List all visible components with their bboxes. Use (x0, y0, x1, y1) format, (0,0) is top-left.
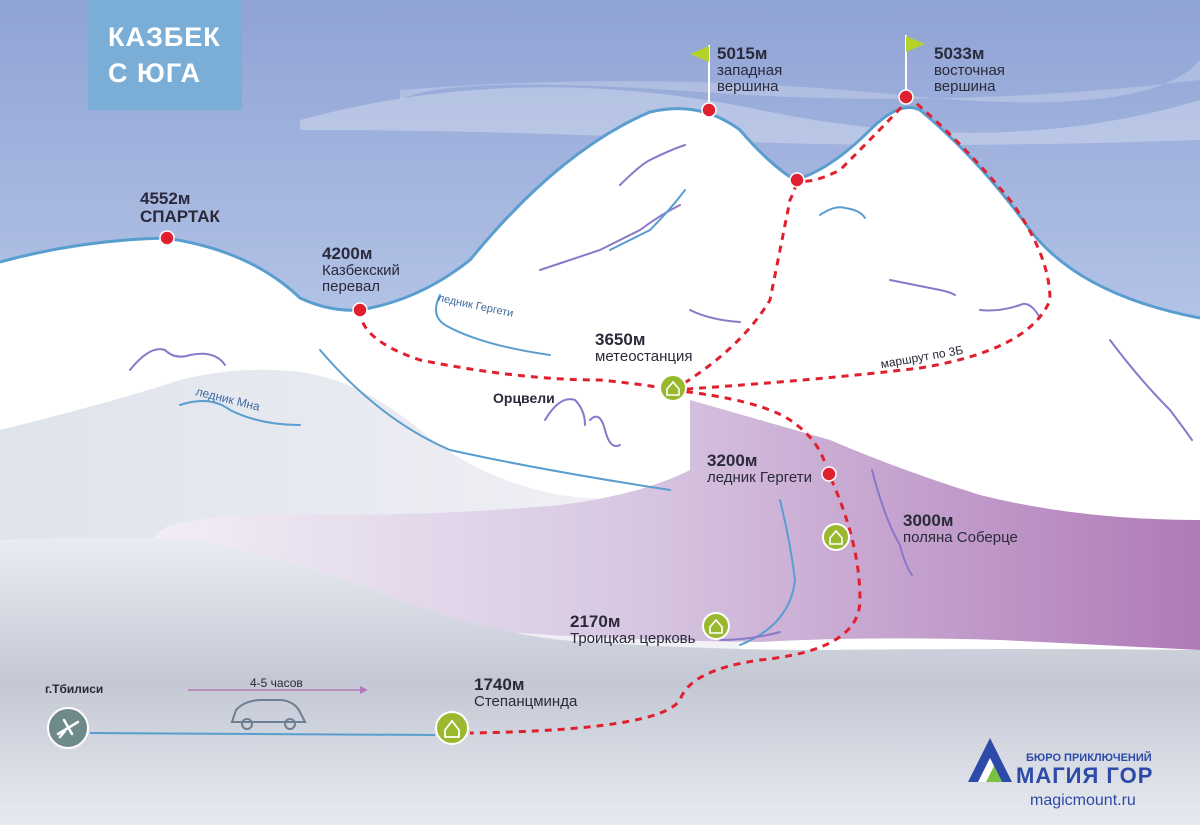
meteo-label: 3650м метеостанция (595, 330, 693, 365)
brand-name: МАГИЯ ГОР (1016, 763, 1154, 788)
route-points (159, 89, 914, 482)
pass-label: 4200м Казбекский перевал (322, 244, 400, 295)
hut-markers (435, 374, 850, 745)
soberce-label: 3000м поляна Соберце (903, 511, 1018, 546)
glacier-lines (129, 144, 1193, 646)
tbilisi-label: г.Тбилиси (45, 682, 104, 696)
west-summit-label: 5015м западная вершина (717, 44, 783, 95)
stepantsminda-label: 1740м Степанцминда (474, 675, 578, 710)
brand-url[interactable]: magicmount.ru (1030, 792, 1136, 809)
brand-logo-icon (968, 738, 1012, 782)
trinity-label: 2170м Троицкая церковь (570, 612, 696, 647)
cloud (300, 87, 1200, 145)
title-box: КАЗБЕК С ЮГА (88, 0, 242, 110)
spartak-label: 4552м СПАРТАК (140, 189, 220, 226)
summit-flags (690, 35, 925, 102)
car-icon (230, 699, 307, 730)
airport-icon (47, 707, 89, 749)
valley (0, 537, 1200, 825)
east-summit-label: 5033м восточная вершина (934, 44, 1005, 95)
drive-time-label: 4-5 часов (250, 676, 303, 690)
route-line (358, 96, 1052, 735)
purple-band (152, 400, 1200, 650)
ortsveli-label: Орцвели (493, 390, 555, 406)
title-line1: КАЗБЕК (108, 22, 221, 52)
cloud (400, 60, 1200, 103)
title-line2: С ЮГА (108, 58, 201, 88)
gergeti-point-label: 3200м ледник Гергети (707, 451, 812, 486)
road-line (89, 732, 436, 736)
brand-tagline: БЮРО ПРИКЛЮЧЕНИЙ (1026, 752, 1152, 764)
drive-arrow-head (360, 686, 368, 694)
